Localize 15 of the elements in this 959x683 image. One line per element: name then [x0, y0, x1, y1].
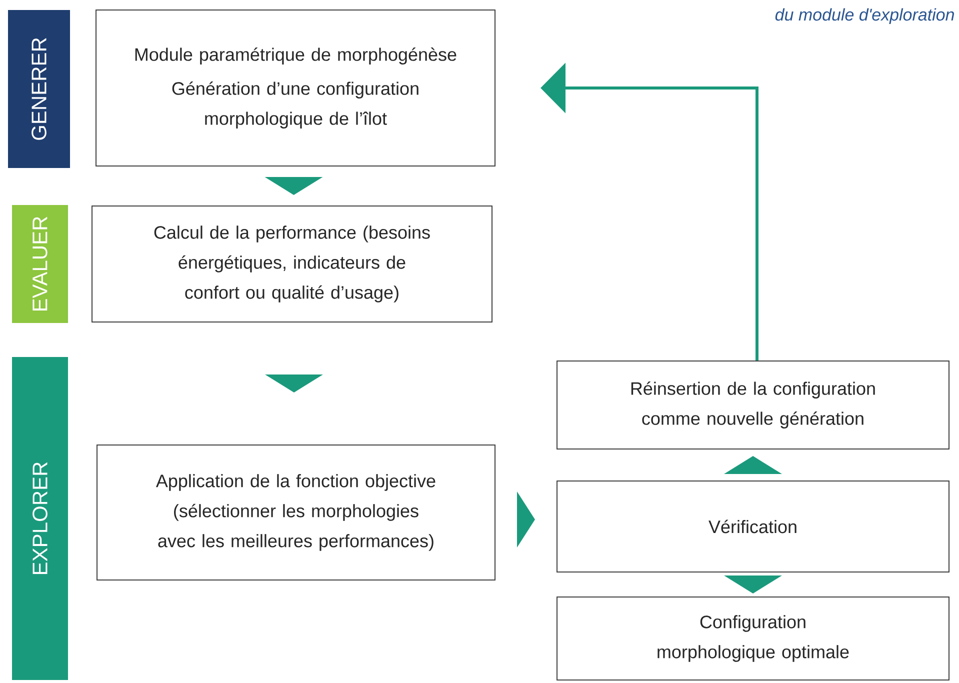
process-box: Réinsertion de la configuration comme nouvelle génération — [556, 360, 950, 450]
process-box: Vérification — [556, 480, 950, 572]
arrow — [724, 576, 782, 594]
process-box: Calcul de la performance (besoins énergétiques, indicateurs de confort ou qualité d’usage) — [92, 206, 492, 322]
process-box: Configuration morphologique optimale — [556, 596, 950, 680]
phase-band: GENERER — [8, 10, 70, 168]
caption-text: du module d'exploration — [775, 8, 954, 24]
process-box: Module paramétrique de morphogénèse Génération d’une configuration morphologique de l’îlot — [96, 10, 496, 166]
arrow — [517, 492, 535, 548]
phase-band: EVALUER — [12, 205, 68, 323]
arrow — [265, 374, 323, 392]
arrow — [264, 177, 323, 195]
process-box: Application de la fonction objective (sélectionner les morphologies avec les meilleures performances) — [96, 444, 496, 580]
phase-band: EXPLORER — [12, 357, 68, 680]
arrow — [724, 456, 782, 474]
